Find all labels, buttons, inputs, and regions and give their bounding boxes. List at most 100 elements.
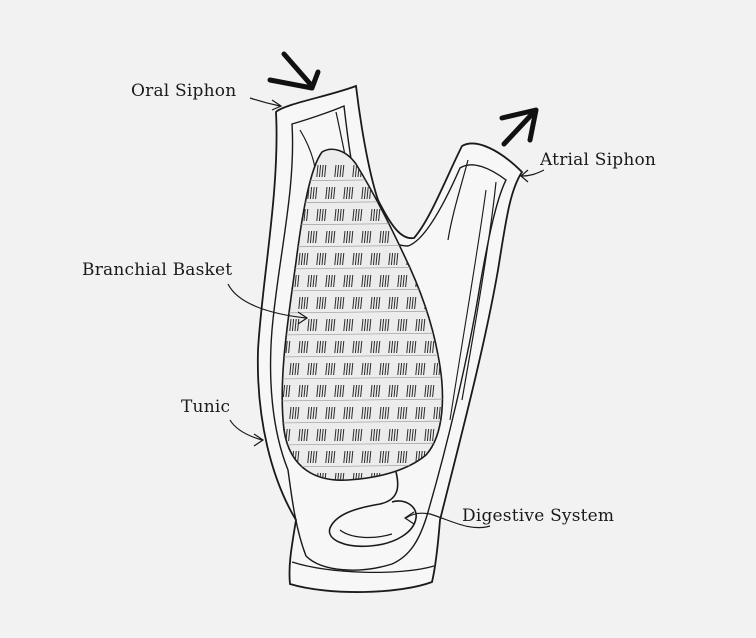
gill-slit <box>372 296 376 310</box>
gill-slit <box>336 340 340 354</box>
gill-slit <box>429 164 432 178</box>
gill-slit <box>285 384 288 398</box>
gill-slit <box>354 384 358 398</box>
gill-slit <box>360 252 363 266</box>
gill-slit <box>399 406 403 420</box>
gill-slit <box>345 362 349 376</box>
gill-slit <box>309 450 313 464</box>
gill-slit <box>424 340 427 354</box>
gill-slit <box>339 340 342 354</box>
gill-slit <box>325 450 328 464</box>
gill-slit <box>369 406 372 420</box>
gill-slit <box>321 340 324 354</box>
gill-slit <box>363 186 367 200</box>
gill-slit <box>336 208 340 222</box>
gill-slit <box>307 318 310 332</box>
gill-slit <box>424 164 427 178</box>
gill-slit <box>372 252 376 266</box>
gill-slit <box>298 296 301 310</box>
gill-slit <box>381 274 385 288</box>
arrow-down-right-icon <box>267 51 321 91</box>
gill-slit <box>334 252 337 266</box>
gill-slit <box>333 450 336 464</box>
gill-slit <box>315 450 318 464</box>
gill-slit <box>433 406 436 420</box>
gill-slit <box>405 406 408 420</box>
gill-slit <box>294 274 297 288</box>
gill-slit <box>445 165 446 177</box>
gill-slit <box>330 186 333 200</box>
gill-slit <box>414 384 417 398</box>
gill-slit <box>396 340 399 354</box>
gill-slit <box>379 274 382 288</box>
gill-slit <box>342 384 345 398</box>
gill-slit <box>318 252 322 266</box>
gill-slit <box>285 340 288 354</box>
gill-slit <box>411 296 414 310</box>
gill-slit <box>423 406 426 420</box>
gill-slit <box>309 274 313 288</box>
gill-slit <box>423 186 426 200</box>
gill-slit <box>327 274 331 288</box>
gill-slit <box>297 362 300 376</box>
gill-slit <box>378 164 381 178</box>
gill-slit <box>318 384 322 398</box>
gill-slit <box>423 318 426 332</box>
oral-siphon-leader-head <box>271 99 283 111</box>
gill-slit <box>379 186 382 200</box>
gill-slit <box>363 450 367 464</box>
digestive-system-inner <box>339 529 393 539</box>
gill-slit <box>381 186 385 200</box>
tunic-base <box>291 561 435 574</box>
gill-slit <box>378 208 381 222</box>
gill-slit <box>397 186 400 200</box>
gill-slit <box>406 428 409 442</box>
gill-slit <box>438 406 441 420</box>
gill-slit <box>330 450 333 464</box>
gill-slit <box>366 406 369 420</box>
gill-slit <box>420 362 423 376</box>
gill-slit <box>369 274 372 288</box>
gill-slit <box>312 274 315 288</box>
gill-slit <box>351 186 354 200</box>
gill-slit <box>361 318 364 332</box>
gill-slit <box>300 428 304 442</box>
gill-slit <box>354 472 358 481</box>
gill-slit <box>352 296 355 310</box>
gill-slit <box>294 406 297 420</box>
basket-bar <box>282 398 443 402</box>
gill-slit <box>402 450 405 464</box>
gill-slit <box>361 230 364 244</box>
gill-slit <box>384 318 387 332</box>
gill-slit <box>408 296 412 310</box>
gill-slit <box>384 362 387 376</box>
gill-slit <box>411 208 414 222</box>
gill-slit <box>330 230 333 244</box>
gill-slit <box>315 186 318 200</box>
gill-slit <box>420 186 423 200</box>
basket-bar <box>282 332 443 336</box>
atrial-siphon-leader <box>521 169 545 177</box>
gill-slit <box>426 164 430 178</box>
gill-slit <box>303 384 306 398</box>
gill-slit <box>415 450 418 464</box>
gill-slit <box>390 164 394 178</box>
gill-slit <box>336 428 340 442</box>
gill-slit <box>406 296 409 310</box>
gill-slit <box>390 428 394 442</box>
gill-slit <box>363 406 367 420</box>
gill-slit <box>334 208 337 222</box>
gill-slit <box>411 428 414 442</box>
gill-slit <box>294 362 297 376</box>
gill-slit <box>417 406 421 420</box>
gill-slit <box>360 208 363 222</box>
basket-bar <box>282 376 443 380</box>
gill-slit <box>345 186 349 200</box>
gill-slit <box>370 428 373 442</box>
gill-slit <box>366 450 369 464</box>
gill-slit <box>417 362 421 376</box>
gill-slit <box>306 340 309 354</box>
gill-slit <box>390 252 394 266</box>
gill-slit <box>336 472 340 481</box>
